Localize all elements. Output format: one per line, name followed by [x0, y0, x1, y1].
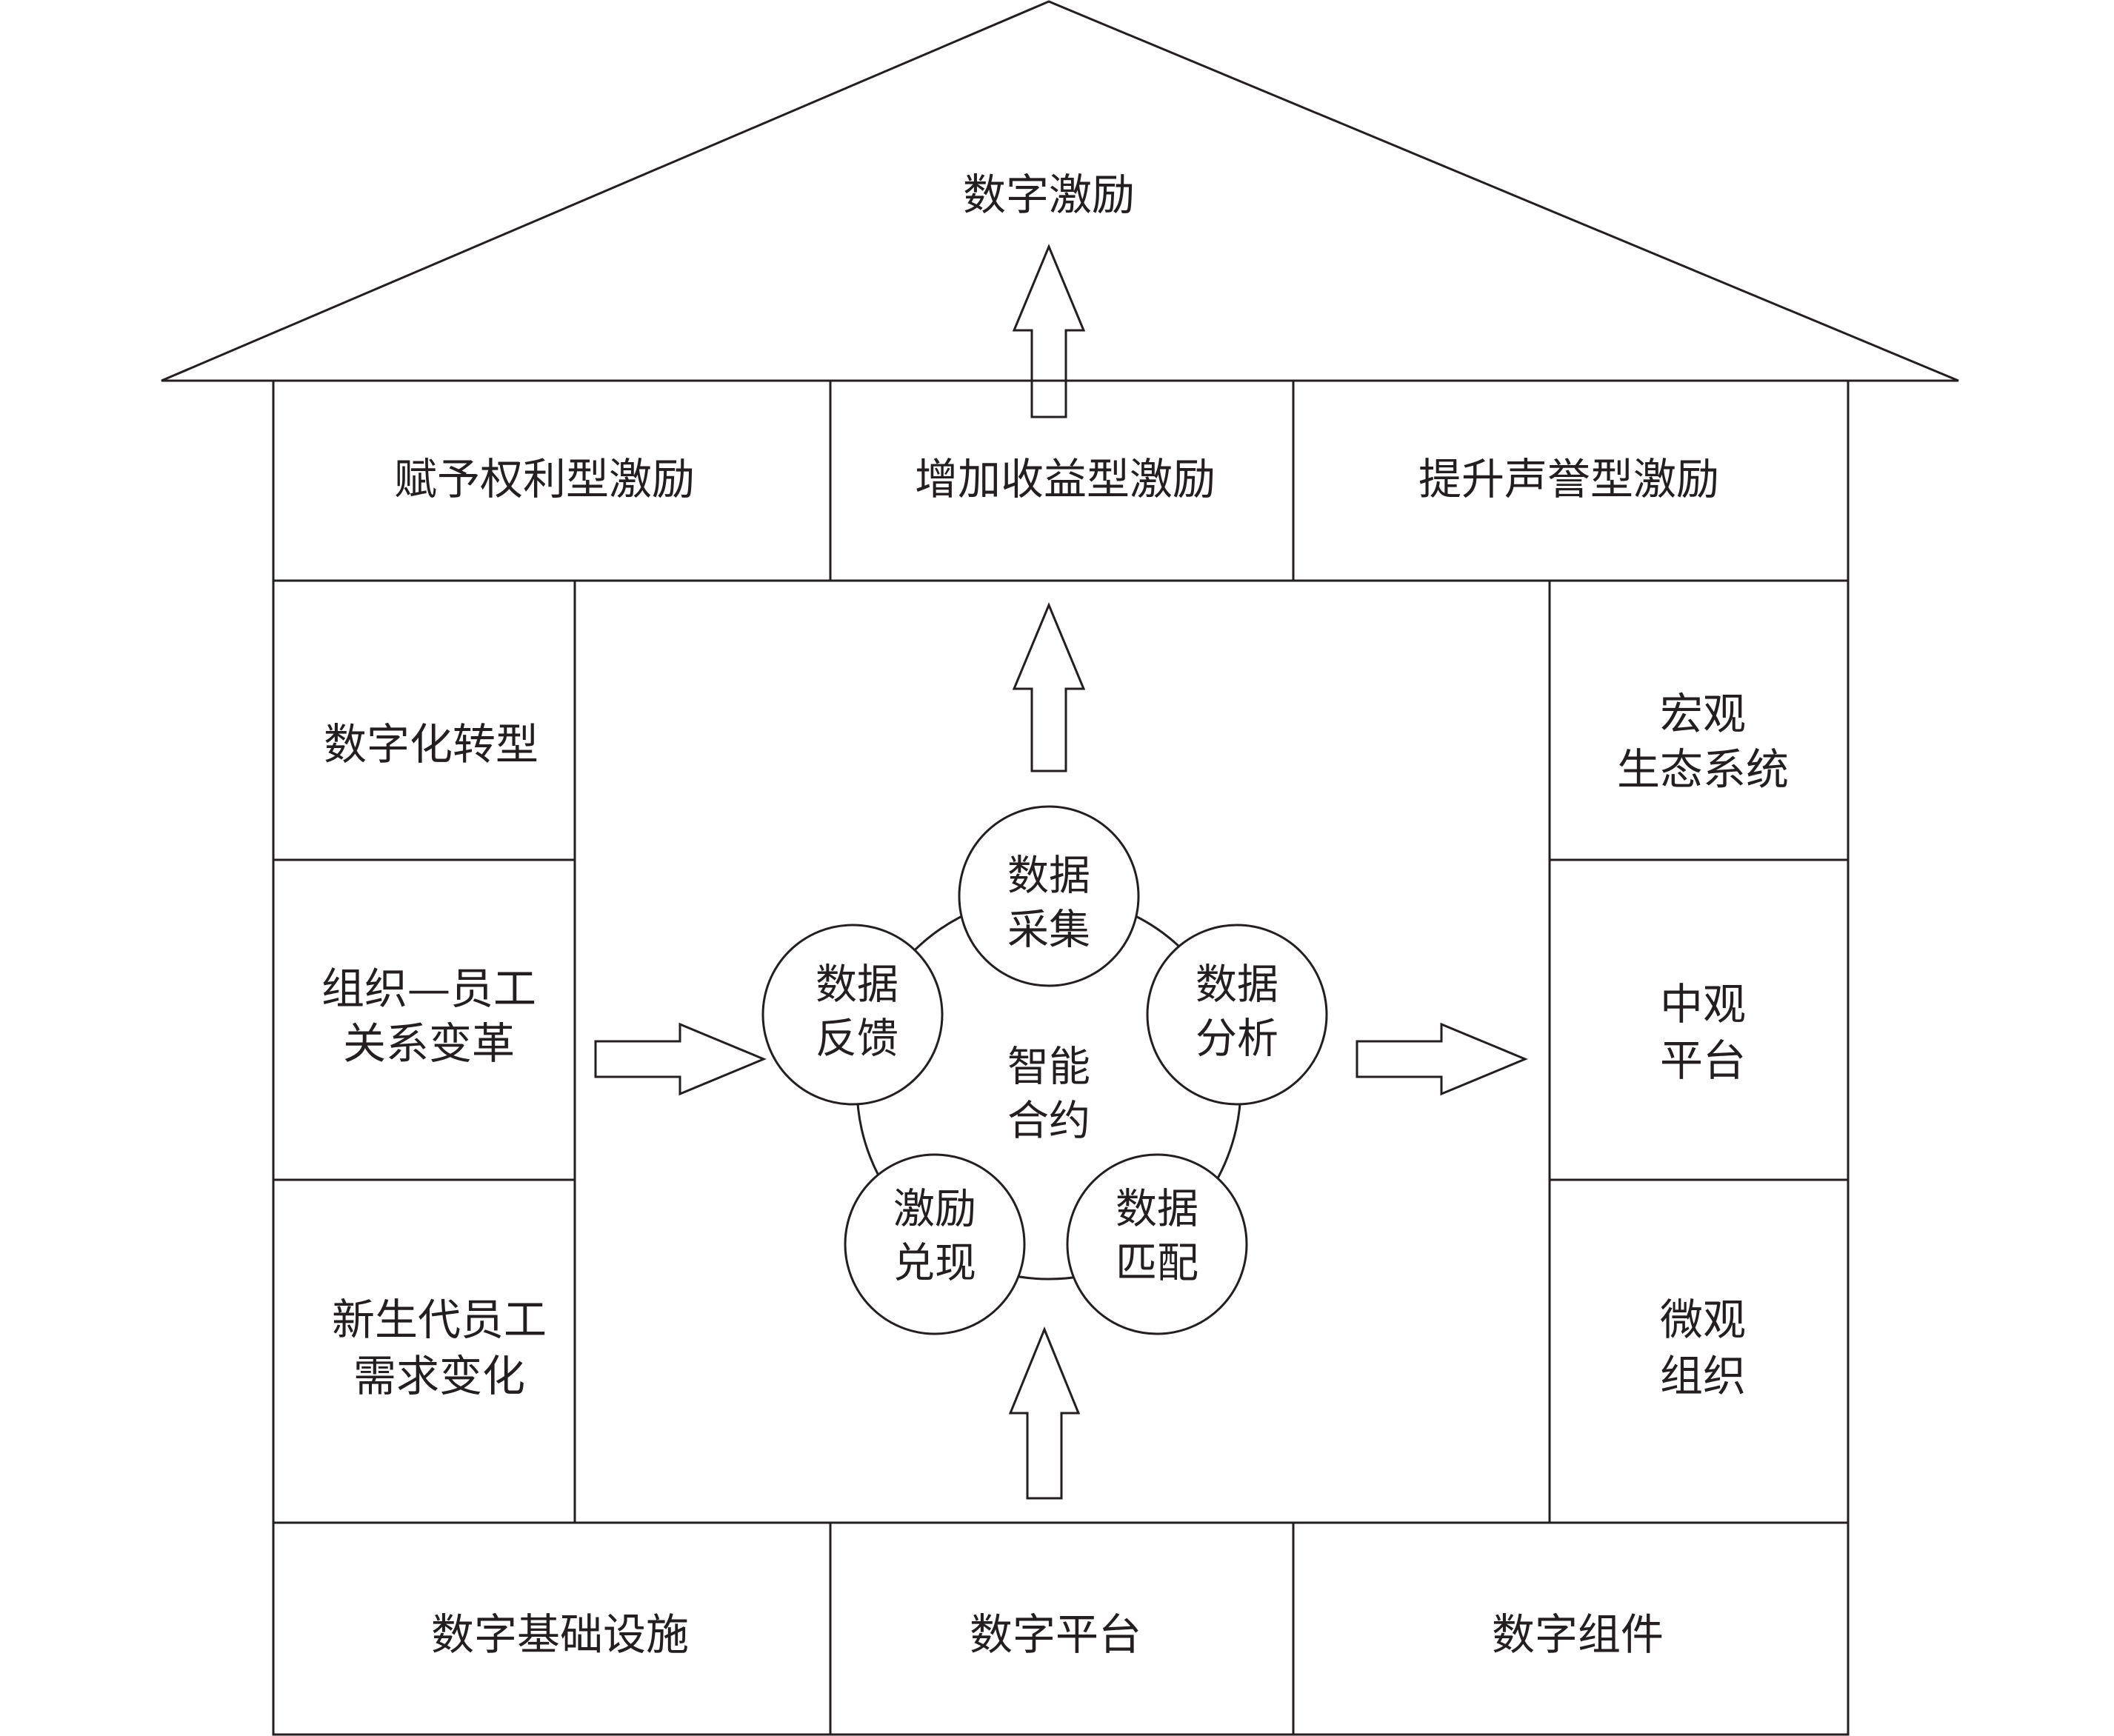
left-newgen-line1: 新生代员工	[332, 1295, 547, 1345]
incentive-rights: 赋予权利型激励	[394, 454, 695, 504]
node-analysis-line2: 分析	[1196, 1015, 1278, 1064]
roof-title: 数字激励	[963, 170, 1135, 220]
right-meso-line2: 平台	[1660, 1035, 1746, 1086]
right-meso-line1: 中观	[1660, 979, 1746, 1029]
left-relationship-line1: 组织—员工	[321, 964, 536, 1014]
arrow-up-roof-icon	[1012, 244, 1086, 418]
hub-label-line2: 合约	[1007, 1098, 1090, 1146]
incentive-reputation: 提升声誉型激励	[1418, 454, 1719, 504]
incentive-income: 增加收益型激励	[915, 454, 1216, 504]
foundation-infrastructure: 数字基础设施	[431, 1609, 689, 1660]
node-feedback-line1: 数据	[816, 961, 898, 1009]
node-data-matching: 数据 匹配	[1066, 1153, 1248, 1335]
node-analysis-line1: 数据	[1196, 961, 1278, 1009]
node-incentive-redemption: 激励 兑现	[844, 1153, 1026, 1335]
arrow-right-left-icon	[594, 1022, 767, 1096]
house-body	[272, 379, 1850, 1736]
right-micro-line1: 微观	[1660, 1295, 1746, 1345]
node-feedback-line2: 反馈	[816, 1015, 898, 1064]
node-matching-line2: 匹配	[1116, 1240, 1198, 1288]
arrow-up-center-icon	[1012, 602, 1086, 772]
hub-label-line1: 智能	[1007, 1044, 1090, 1092]
node-matching-line1: 数据	[1116, 1186, 1198, 1234]
node-collection-line2: 采集	[1007, 907, 1090, 955]
left-newgen-line2: 需求变化	[353, 1351, 525, 1401]
node-data-feedback: 数据 反馈	[761, 924, 944, 1106]
node-data-analysis: 数据 分析	[1146, 924, 1328, 1106]
left-relationship-line2: 关系变革	[343, 1018, 515, 1069]
left-digital-transformation: 数字化转型	[324, 719, 538, 769]
foundation-components: 数字组件	[1492, 1609, 1664, 1660]
foundation-platform: 数字平台	[970, 1609, 1141, 1660]
arrow-up-bottom-icon	[1008, 1326, 1081, 1500]
node-redemption-line2: 兑现	[893, 1240, 976, 1288]
node-data-collection: 数据 采集	[958, 805, 1140, 987]
arrow-right-right-icon	[1356, 1022, 1528, 1096]
node-collection-line1: 数据	[1007, 852, 1090, 901]
right-macro-line1: 宏观	[1660, 689, 1746, 739]
node-redemption-line1: 激励	[893, 1186, 976, 1234]
right-macro-line2: 生态系统	[1617, 744, 1789, 795]
right-micro-line2: 组织	[1660, 1351, 1746, 1401]
